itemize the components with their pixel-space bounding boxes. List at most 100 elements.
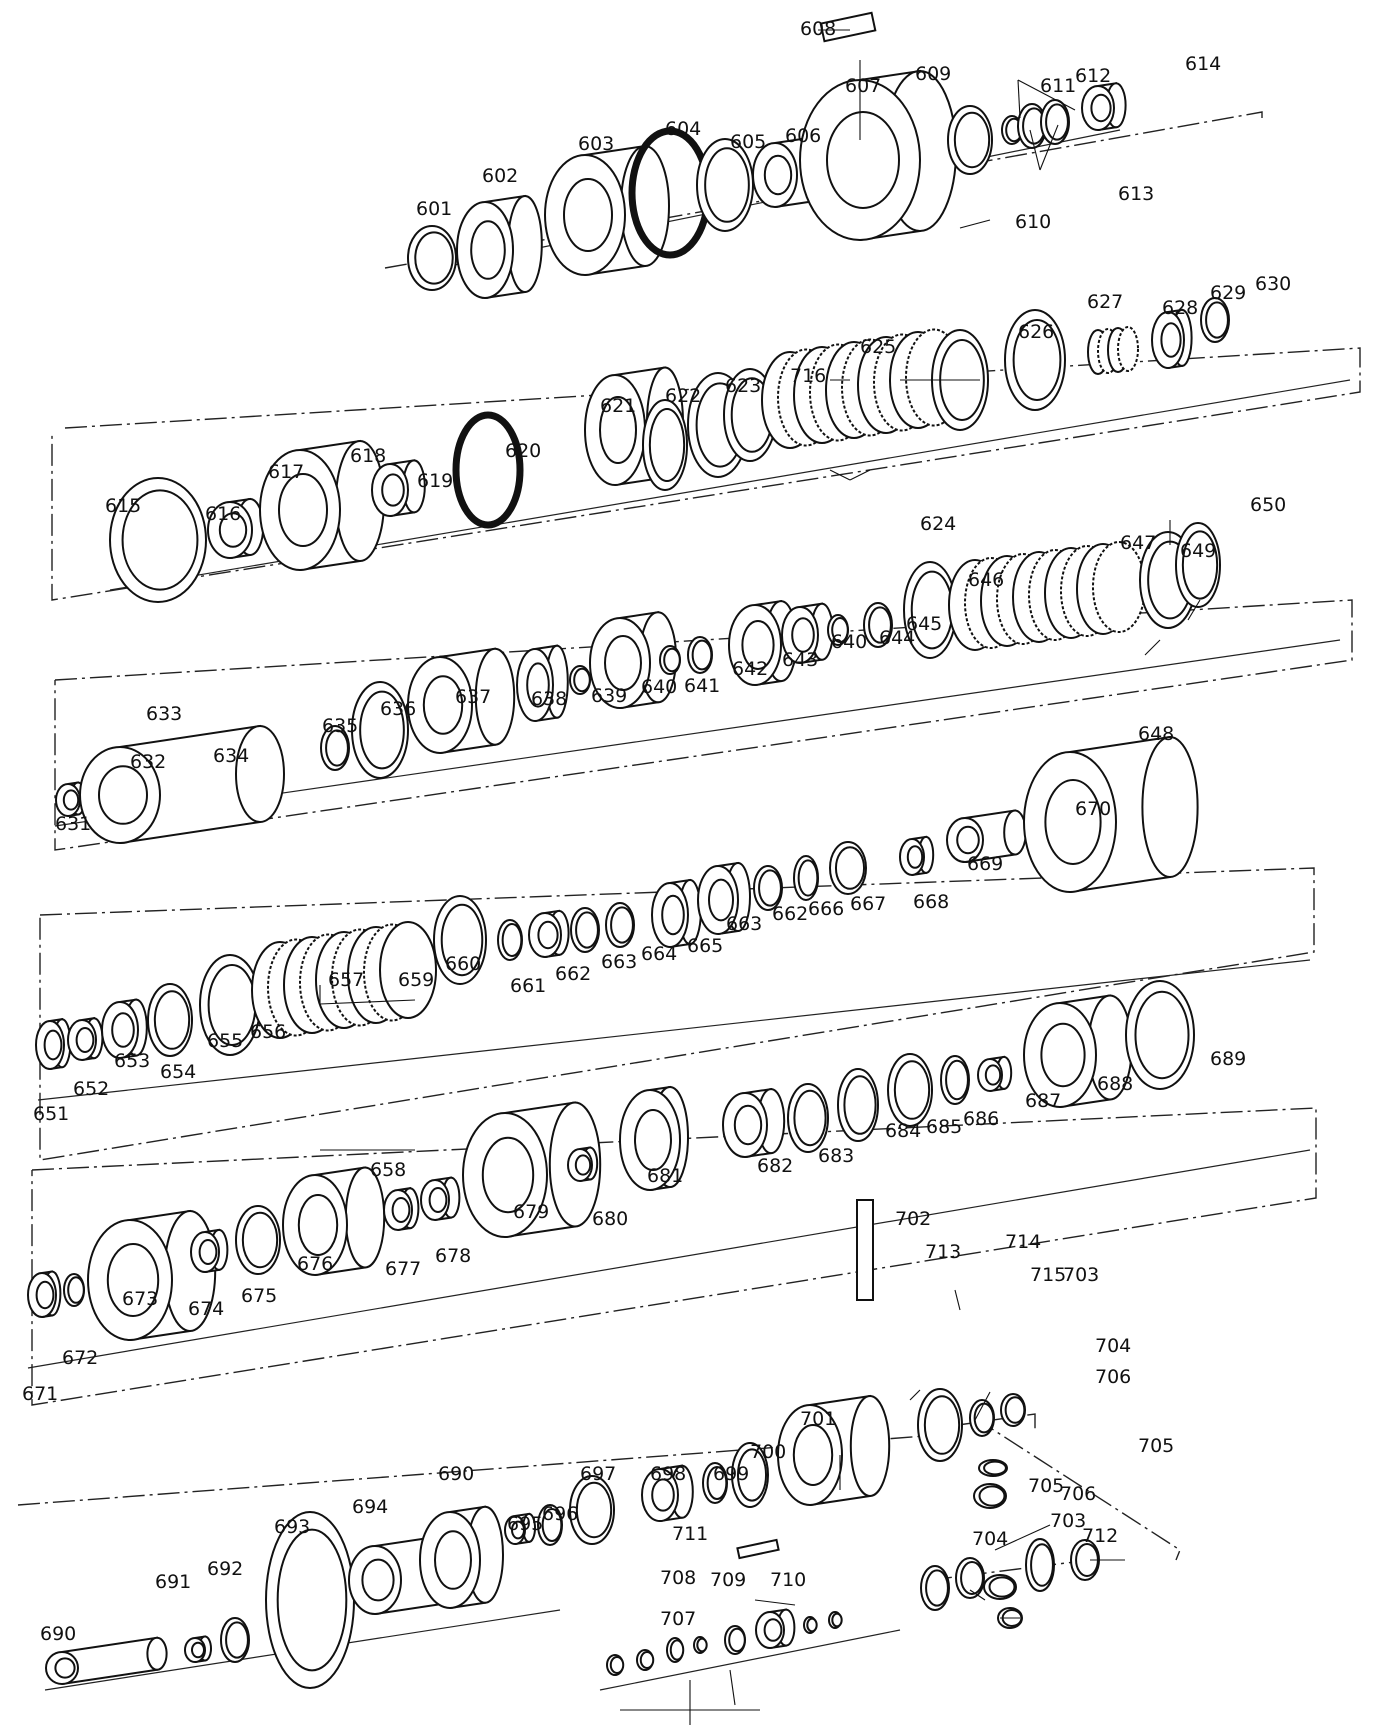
part-617-bore	[278, 473, 328, 547]
label-640: 640	[641, 676, 677, 698]
part-636-back	[474, 647, 516, 746]
label-649: 649	[1180, 540, 1216, 562]
part-611-ring-inner	[953, 111, 991, 169]
part-676-bore	[391, 1197, 411, 1223]
label-702: 702	[895, 1208, 931, 1230]
part-707-washer-b-inner	[831, 1612, 843, 1628]
label-709: 709	[710, 1569, 746, 1591]
label-663: 663	[601, 951, 637, 973]
label-624: 624	[920, 513, 956, 535]
label-716: 716	[790, 365, 826, 387]
label-694: 694	[352, 1496, 388, 1518]
part-630-ring-inner	[1205, 301, 1229, 339]
label-618: 618	[350, 445, 386, 467]
label-642: 642	[732, 658, 768, 680]
part-669-bore	[1044, 779, 1102, 865]
label-705: 705	[1138, 1435, 1174, 1457]
part-603-back	[620, 145, 670, 267]
part-670-bore	[35, 1280, 55, 1310]
label-660: 660	[445, 953, 481, 975]
part-640-ring-b-inner	[831, 617, 849, 643]
part-669-back	[1141, 736, 1199, 878]
label-632: 632	[130, 751, 166, 773]
label-647: 647	[1120, 532, 1156, 554]
part-603-bore	[563, 178, 613, 252]
label-629: 629	[1210, 282, 1246, 304]
part-688-ring-inner	[1134, 990, 1190, 1080]
gear-inner	[575, 1481, 613, 1539]
label-646: 646	[968, 569, 1004, 591]
label-650: 650	[1250, 494, 1286, 516]
part-700-bore	[792, 1424, 834, 1486]
part-677-bore	[428, 1187, 448, 1213]
label-614: 614	[1185, 53, 1221, 75]
label-696: 696	[542, 1503, 578, 1525]
gear-inner	[843, 1075, 877, 1135]
label-690: 690	[438, 1463, 474, 1485]
label-651: 651	[33, 1103, 69, 1125]
label-704: 704	[1095, 1335, 1131, 1357]
label-672: 672	[62, 1347, 98, 1369]
part-642-bore	[741, 620, 775, 670]
label-652: 652	[73, 1078, 109, 1100]
label-625: 625	[860, 336, 896, 358]
label-667: 667	[850, 893, 886, 915]
part-661-bore	[537, 920, 559, 950]
part-712-pin	[736, 1538, 780, 1560]
part-615-ring-inner	[121, 489, 199, 591]
label-631: 631	[55, 813, 91, 835]
part-689-bore	[54, 1657, 76, 1679]
part-650-bore	[43, 1029, 63, 1061]
label-617: 617	[268, 461, 304, 483]
label-641: 641	[684, 675, 720, 697]
label-675: 675	[241, 1285, 277, 1307]
part-673-bore	[198, 1239, 218, 1265]
part-662-ring-b-inner	[797, 859, 819, 897]
part-682-ring-inner	[793, 1089, 827, 1147]
label-705: 705	[1028, 1475, 1064, 1497]
part-687-bore	[1040, 1022, 1086, 1088]
label-713: 713	[925, 1241, 961, 1263]
part-708-washer-b-inner	[806, 1617, 818, 1633]
label-686: 686	[963, 1108, 999, 1130]
part-715-ring-inner	[1004, 1396, 1026, 1424]
part-602-bore	[470, 220, 506, 280]
label-637: 637	[455, 686, 491, 708]
label-676: 676	[297, 1253, 333, 1275]
part-605-ring-inner	[704, 147, 750, 223]
label-658: 658	[370, 1159, 406, 1181]
part-616-bore	[218, 512, 248, 548]
part-644-ring-inner	[868, 606, 892, 644]
part-689-back	[146, 1636, 168, 1671]
label-695: 695	[507, 1513, 543, 1535]
part-601-ring-inner	[414, 231, 454, 285]
part-664-bore	[661, 894, 685, 936]
label-636: 636	[380, 698, 416, 720]
leader-8	[829, 469, 851, 481]
frame-line-2	[51, 347, 1361, 601]
label-621: 621	[600, 395, 636, 417]
parts	[27, 11, 1230, 1689]
label-711: 711	[672, 1523, 708, 1545]
label-645: 645	[906, 613, 942, 635]
part-663-ring-inner	[610, 906, 634, 944]
part-619-bore	[381, 473, 405, 507]
axis-4	[37, 959, 1311, 1101]
part-690-bore	[191, 1641, 205, 1659]
part-629-bore	[1160, 322, 1182, 358]
part-693-bore	[361, 1558, 395, 1602]
label-603: 603	[578, 133, 614, 155]
part-691-ring-inner	[225, 1621, 249, 1659]
part-698-ring-inner	[706, 1466, 728, 1500]
part-606-bore	[763, 154, 793, 196]
part-649-ring-inner	[1181, 530, 1219, 600]
label-619: 619	[417, 470, 453, 492]
part-609-bore	[826, 111, 900, 209]
label-664: 664	[641, 943, 677, 965]
label-648: 648	[1138, 723, 1174, 745]
part-667-bore	[906, 845, 924, 869]
label-615: 615	[105, 495, 141, 517]
part-638-ring-inner	[573, 667, 591, 693]
